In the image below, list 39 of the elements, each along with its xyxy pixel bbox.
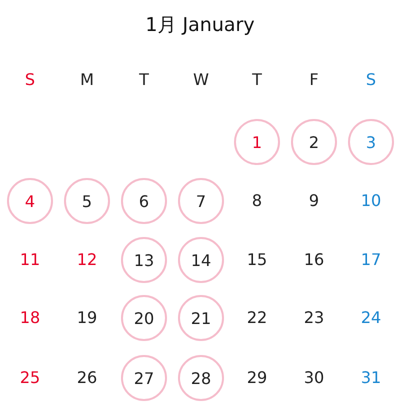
circled-date: 3 [348,119,394,165]
date-number: 18 [20,310,40,326]
date-number: 19 [76,310,98,326]
circled-date: 20 [121,295,167,341]
date-number: 17 [360,252,382,268]
date-number: 31 [360,370,382,386]
weekday-label: T [252,72,262,88]
circled-date: 6 [121,178,167,224]
weekday-label: W [193,72,209,88]
calendar-title: 1月 January [144,13,256,38]
date-number: 8 [252,193,262,209]
weekday-label: M [80,72,94,88]
weekday-label: S [366,72,376,88]
date-number: 25 [20,370,40,386]
date-number: 29 [246,370,268,386]
date-number: 15 [246,252,268,268]
circled-date: 5 [64,178,110,224]
date-number: 12 [76,252,98,268]
circled-date: 4 [7,178,53,224]
circled-date: 1 [234,119,280,165]
circled-date: 27 [121,355,167,401]
date-number: 11 [20,252,40,268]
date-number: 26 [76,370,98,386]
date-number: 30 [304,370,324,386]
weekday-label: S [24,72,36,88]
date-number: 9 [308,193,320,209]
circled-date: 2 [291,119,337,165]
date-number: 22 [246,310,268,326]
circled-date: 7 [178,178,224,224]
date-number: 16 [304,252,324,268]
circled-date: 21 [178,295,224,341]
date-number: 24 [360,310,382,326]
date-number: 10 [360,193,382,209]
date-number: 23 [304,310,324,326]
weekday-label: T [139,72,149,88]
weekday-label: F [309,72,319,88]
circled-date: 13 [121,237,167,283]
circled-date: 28 [178,355,224,401]
circled-date: 14 [178,237,224,283]
